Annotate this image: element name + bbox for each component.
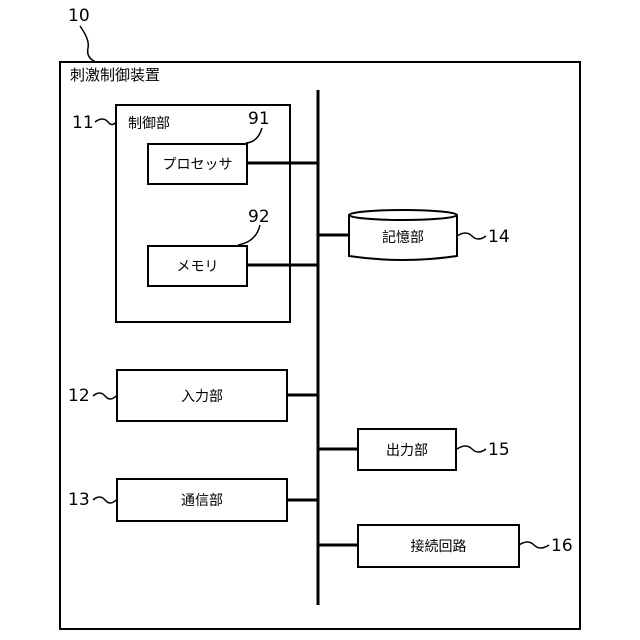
- output-unit-box: 出力部: [357, 428, 457, 471]
- input-unit-box: 入力部: [116, 369, 288, 422]
- comm-unit-ref: 13: [68, 491, 90, 509]
- output-unit-ref: 15: [488, 441, 510, 459]
- processor-ref: 91: [248, 110, 270, 128]
- leader-15: [457, 446, 486, 452]
- connection-circuit-ref: 16: [551, 537, 573, 555]
- comm-unit-box: 通信部: [116, 478, 288, 522]
- leader-14: [457, 233, 486, 239]
- device-ref: 10: [68, 7, 90, 25]
- device-title: 刺激制御装置: [70, 67, 160, 83]
- leader-91: [246, 128, 262, 143]
- leader-16: [519, 542, 549, 548]
- memory-ref: 92: [248, 208, 270, 226]
- memory-box: メモリ: [147, 245, 248, 287]
- storage-ref: 14: [488, 228, 510, 246]
- control-unit-title: 制御部: [128, 116, 170, 132]
- processor-box: プロセッサ: [147, 143, 248, 185]
- leader-92: [238, 225, 260, 245]
- leader-13: [93, 497, 116, 503]
- leader-10: [80, 26, 96, 62]
- storage-label: 記憶部: [349, 220, 457, 254]
- leader-11: [95, 119, 116, 125]
- leader-12: [93, 393, 116, 399]
- control-unit-ref: 11: [72, 114, 94, 132]
- connection-circuit-box: 接続回路: [357, 524, 520, 568]
- input-unit-ref: 12: [68, 387, 90, 405]
